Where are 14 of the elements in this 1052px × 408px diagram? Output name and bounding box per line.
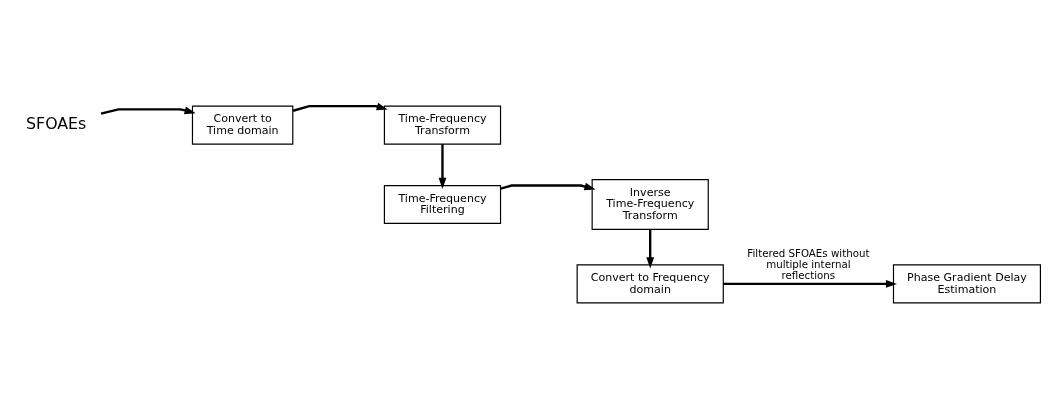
arrow — [438, 143, 447, 189]
arrow — [723, 279, 897, 288]
node-text: SFOAEs — [26, 113, 87, 133]
node-box: Inverse Time-Frequency Transform — [591, 178, 709, 230]
node-box: Convert to Time domain — [191, 105, 294, 145]
arrow — [292, 102, 388, 112]
arrow — [100, 106, 196, 115]
node-box: Phase Gradient Delay Estimation — [892, 263, 1041, 303]
node-box: Convert to Frequency domain — [576, 263, 724, 303]
node-box: Time-Frequency Transform — [383, 105, 502, 145]
arrow — [646, 229, 655, 268]
node-box: Time-Frequency Filtering — [383, 184, 502, 224]
edge-label: Filtered SFOAEs without multiple internal reflections — [747, 246, 870, 281]
arrow — [500, 182, 596, 190]
